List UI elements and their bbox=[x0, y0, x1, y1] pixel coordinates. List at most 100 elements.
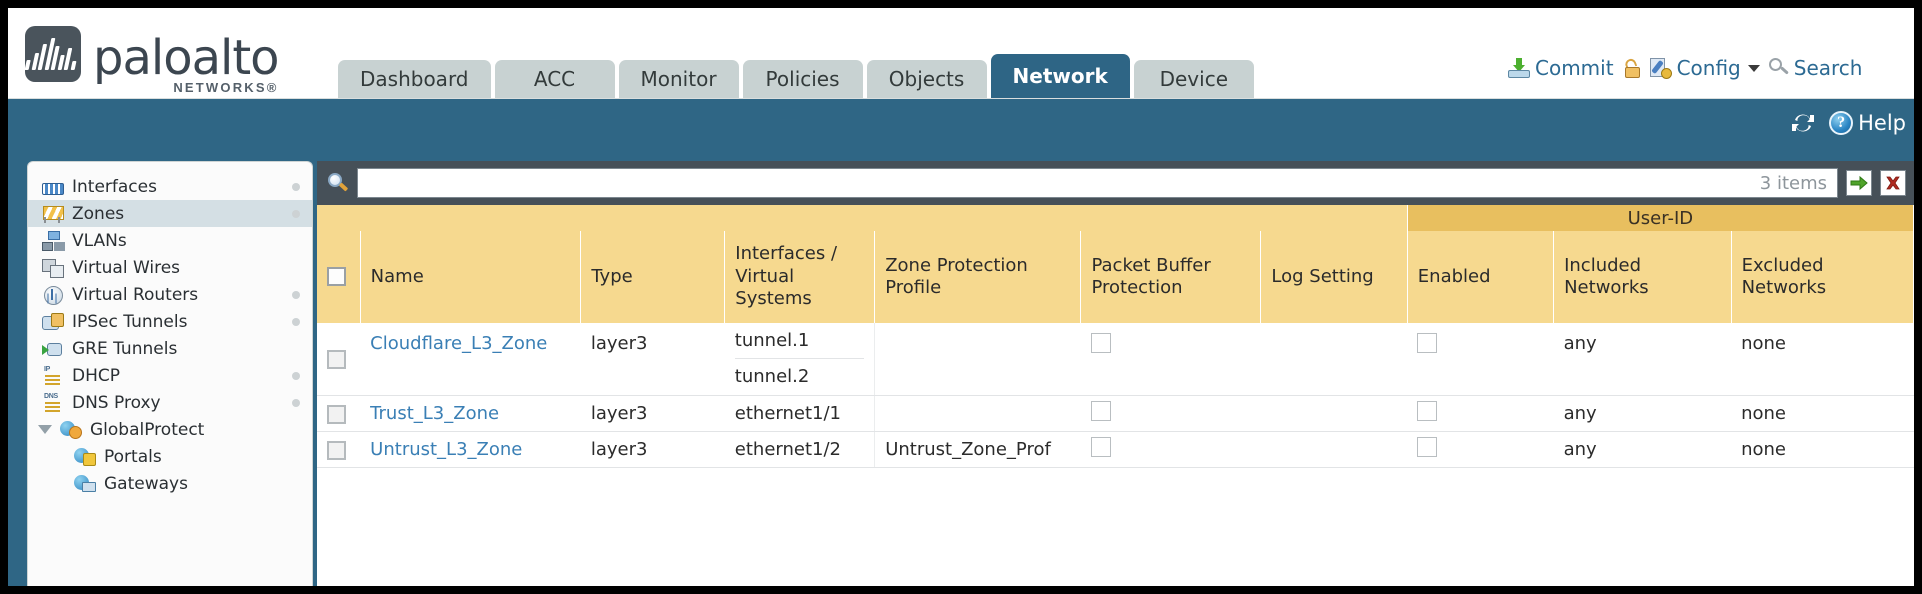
sidebar-item-zones[interactable]: Zones bbox=[28, 200, 312, 227]
apply-filter-button[interactable] bbox=[1846, 170, 1872, 196]
row-checkbox[interactable] bbox=[327, 440, 346, 460]
app-window: paloalto NETWORKS® Dashboard ACC Monitor… bbox=[8, 8, 1914, 586]
col-header-included-networks[interactable]: Included Networks bbox=[1553, 231, 1732, 323]
row-checkbox[interactable] bbox=[327, 350, 346, 369]
sidebar-status-dot bbox=[292, 210, 300, 218]
tab-dashboard-label: Dashboard bbox=[360, 67, 469, 91]
refresh-icon[interactable] bbox=[1791, 112, 1815, 134]
sidebar-item-dns-proxy[interactable]: DNS DNS Proxy bbox=[28, 389, 312, 416]
commit-button[interactable]: Commit bbox=[1508, 56, 1614, 80]
tab-objects[interactable]: Objects bbox=[866, 60, 987, 98]
user-id-enabled-checkbox[interactable] bbox=[1417, 333, 1438, 353]
paloalto-logo: paloalto NETWORKS® bbox=[25, 26, 280, 95]
cell-packet-buffer-protection bbox=[1080, 431, 1261, 468]
cell-type: layer3 bbox=[580, 395, 725, 432]
sidebar-item-ipsec-tunnels[interactable]: IPSec Tunnels bbox=[28, 308, 312, 335]
zone-name-link[interactable]: Cloudflare_L3_Zone bbox=[370, 333, 548, 354]
zone-name-link[interactable]: Trust_L3_Zone bbox=[370, 403, 500, 424]
sidebar-item-globalprotect[interactable]: GlobalProtect bbox=[28, 416, 312, 443]
user-id-enabled-checkbox[interactable] bbox=[1417, 437, 1438, 457]
help-button[interactable]: ? Help bbox=[1829, 111, 1906, 135]
content-panel: 3 items bbox=[317, 161, 1914, 586]
sidebar-item-portals[interactable]: Portals bbox=[28, 443, 312, 470]
band-actions: ? Help bbox=[1791, 111, 1906, 135]
config-lock-button[interactable] bbox=[1623, 56, 1641, 78]
expand-collapse-triangle-icon[interactable] bbox=[38, 425, 52, 434]
user-id-enabled-checkbox[interactable] bbox=[1417, 401, 1438, 421]
config-menu-button[interactable]: Config bbox=[1649, 56, 1760, 80]
cell-included-networks: any bbox=[1553, 323, 1732, 396]
portals-icon bbox=[74, 447, 96, 466]
col-header-zone-protection-profile[interactable]: Zone Protection Profile bbox=[874, 231, 1082, 323]
sidebar-item-interfaces[interactable]: Interfaces bbox=[28, 173, 312, 200]
table-row[interactable]: Untrust_L3_Zone layer3 ethernet1/2 Untru… bbox=[317, 431, 1914, 468]
filter-bar: 3 items bbox=[317, 161, 1914, 205]
cell-excluded-networks: none bbox=[1731, 431, 1914, 468]
cell-user-id-enabled bbox=[1407, 395, 1554, 432]
table-header-row: Name Type Interfaces / Virtual Systems Z… bbox=[317, 231, 1914, 323]
select-all-checkbox[interactable] bbox=[327, 267, 346, 287]
col-header-packet-buffer-protection[interactable]: Packet Buffer Protection bbox=[1080, 231, 1262, 323]
tab-network-label: Network bbox=[1012, 64, 1108, 88]
tab-policies[interactable]: Policies bbox=[742, 60, 863, 98]
zone-name-link[interactable]: Untrust_L3_Zone bbox=[370, 439, 523, 460]
tab-dashboard[interactable]: Dashboard bbox=[338, 60, 491, 98]
cell-log-setting bbox=[1260, 431, 1408, 468]
filter-search-icon[interactable] bbox=[327, 172, 349, 194]
row-select-cell bbox=[317, 395, 361, 432]
table-row[interactable]: Trust_L3_Zone layer3 ethernet1/1 bbox=[317, 395, 1914, 432]
sidebar-item-globalprotect-label: GlobalProtect bbox=[90, 419, 205, 440]
zones-table-wrap: User-ID Name Type Interfaces / Virtual S… bbox=[317, 205, 1914, 586]
tab-network[interactable]: Network bbox=[990, 54, 1130, 98]
group-header-spacer bbox=[317, 205, 1408, 231]
sidebar-item-gre-tunnels[interactable]: GRE Tunnels bbox=[28, 335, 312, 362]
packet-buffer-protection-checkbox[interactable] bbox=[1090, 437, 1111, 457]
commit-icon bbox=[1508, 58, 1530, 78]
sidebar-item-vlans[interactable]: VLANs bbox=[28, 227, 312, 254]
cell-zone-protection-profile: Untrust_Zone_Prof bbox=[874, 431, 1081, 468]
interfaces-icon bbox=[42, 182, 64, 195]
packet-buffer-protection-checkbox[interactable] bbox=[1090, 333, 1111, 353]
sidebar-item-gateways[interactable]: Gateways bbox=[28, 470, 312, 497]
sidebar-item-portals-label: Portals bbox=[104, 446, 162, 467]
packet-buffer-protection-checkbox[interactable] bbox=[1090, 401, 1111, 421]
sidebar-item-dhcp-label: DHCP bbox=[72, 365, 120, 386]
col-header-type[interactable]: Type bbox=[580, 231, 726, 323]
col-header-interfaces-virtual-systems[interactable]: Interfaces / Virtual Systems bbox=[724, 231, 876, 323]
tab-device-label: Device bbox=[1159, 67, 1228, 91]
sidebar-item-virtual-routers-label: Virtual Routers bbox=[72, 284, 199, 305]
tab-acc-label: ACC bbox=[533, 67, 576, 91]
tab-device[interactable]: Device bbox=[1133, 60, 1254, 98]
search-button[interactable]: Search bbox=[1768, 56, 1863, 80]
col-header-excluded-networks[interactable]: Excluded Networks bbox=[1731, 231, 1914, 323]
cell-name: Trust_L3_Zone bbox=[360, 395, 581, 432]
cell-user-id-enabled bbox=[1407, 323, 1554, 396]
tab-policies-label: Policies bbox=[765, 67, 840, 91]
tab-acc[interactable]: ACC bbox=[494, 60, 615, 98]
col-header-enabled[interactable]: Enabled bbox=[1407, 231, 1555, 323]
table-row[interactable]: Cloudflare_L3_Zone layer3 tunnel.1 tunne… bbox=[317, 323, 1914, 396]
cell-excluded-networks: none bbox=[1731, 323, 1914, 396]
item-count-label: 3 items bbox=[1759, 172, 1827, 194]
row-select-cell bbox=[317, 431, 361, 468]
body-area: Interfaces Zones VLANs Virtual Wires Vir… bbox=[8, 161, 1914, 586]
sidebar-item-dhcp[interactable]: IP DHCP bbox=[28, 362, 312, 389]
filter-search-input[interactable] bbox=[368, 173, 1760, 193]
col-header-name[interactable]: Name bbox=[360, 231, 582, 323]
brand-name: paloalto bbox=[93, 30, 280, 86]
clear-filter-button[interactable] bbox=[1880, 170, 1906, 196]
ipsec-tunnels-icon bbox=[42, 312, 64, 331]
cell-zone-protection-profile bbox=[874, 323, 1081, 396]
brand-tagline: NETWORKS® bbox=[173, 80, 279, 95]
col-header-log-setting[interactable]: Log Setting bbox=[1260, 231, 1408, 323]
help-question-icon: ? bbox=[1829, 111, 1854, 135]
sidebar-item-virtual-wires[interactable]: Virtual Wires bbox=[28, 254, 312, 281]
search-label: Search bbox=[1793, 56, 1863, 80]
select-all-header bbox=[317, 231, 361, 323]
sidebar-item-virtual-routers[interactable]: Virtual Routers bbox=[28, 281, 312, 308]
zones-table: User-ID Name Type Interfaces / Virtual S… bbox=[317, 205, 1914, 468]
search-icon bbox=[1768, 58, 1789, 78]
network-sidebar: Interfaces Zones VLANs Virtual Wires Vir… bbox=[27, 161, 313, 586]
row-checkbox[interactable] bbox=[327, 404, 346, 424]
tab-monitor[interactable]: Monitor bbox=[618, 60, 739, 98]
